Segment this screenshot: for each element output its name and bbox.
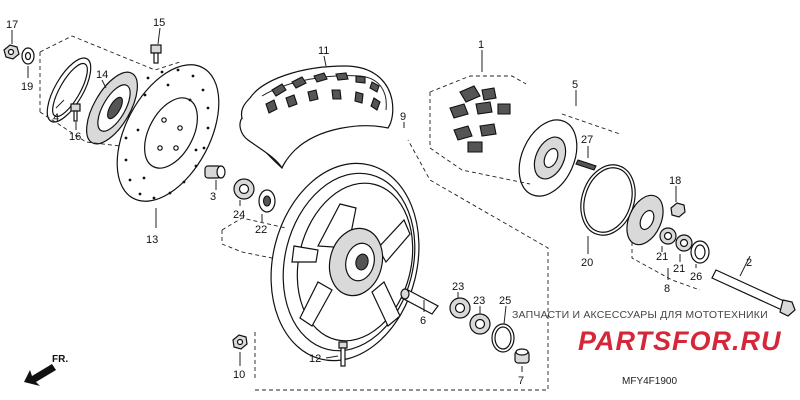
hub-flange-8 [626,194,664,246]
bearing-21a [659,227,677,245]
bolt-16 [70,103,81,122]
dust-seal-22 [258,189,276,213]
callout-17: 17 [6,19,18,31]
diagram-code: MFY4F1900 [622,376,677,387]
callout-22: 22 [255,224,267,236]
nut-17 [3,44,20,60]
callout-7: 7 [518,375,524,387]
callout-27: 27 [581,134,593,146]
watermark-tagline: ЗАПЧАСТИ И АКСЕССУАРЫ ДЛЯ МОТОТЕХНИКИ [512,309,768,321]
callout-15: 15 [153,17,165,29]
seal-26 [690,240,710,264]
hub-plate [86,71,138,145]
callout-18: 18 [669,175,681,187]
callouts: 17 19 15 4 14 16 13 3 24 22 11 9 1 5 27 … [6,17,752,387]
callout-4: 4 [53,112,59,124]
callout-6: 6 [420,315,426,327]
callout-23a: 23 [452,281,464,293]
callout-23b: 23 [473,295,485,307]
callout-21b: 21 [673,263,685,275]
callout-1: 1 [478,39,484,51]
front-direction-arrow-icon: FR. [24,354,68,386]
washer-19 [21,47,35,65]
callout-12: 12 [309,353,321,365]
callout-9: 9 [400,111,406,123]
leader-lines [11,27,751,372]
callout-25: 25 [499,295,511,307]
rear-wheel [270,162,420,362]
o-ring-25 [491,323,515,353]
callout-10: 10 [233,369,245,381]
callout-20: 20 [581,257,593,269]
brake-disc [116,64,220,202]
callout-5: 5 [572,79,578,91]
nut-10 [232,334,248,350]
callout-11: 11 [318,45,329,57]
snap-ring-20 [580,164,636,236]
callout-21a: 21 [656,251,668,263]
collar-3 [204,165,226,179]
callout-14: 14 [96,69,108,81]
tire [239,65,394,170]
callout-13: 13 [146,234,158,246]
valve-12 [338,341,348,367]
bearing-24 [233,178,255,200]
stud-27 [575,159,597,171]
front-direction-label: FR. [52,354,68,365]
bolt-18 [670,202,686,218]
callout-19: 19 [21,81,33,93]
callout-26: 26 [690,271,702,283]
callout-3: 3 [210,191,216,203]
callout-16: 16 [69,131,81,143]
damper-set [449,85,511,153]
callout-8: 8 [664,283,670,295]
bearing-23b [469,313,491,335]
bearing-23a [449,297,471,319]
distance-collar-6 [400,288,439,315]
driven-flange [518,119,578,197]
watermark-brand: PARTSFOR.RU [578,326,782,356]
bearing-21b [675,234,693,252]
callout-2: 2 [746,257,752,269]
axle-2 [711,269,796,317]
bolt-15 [150,44,162,64]
collar-7 [514,348,530,364]
callout-24: 24 [233,209,245,221]
